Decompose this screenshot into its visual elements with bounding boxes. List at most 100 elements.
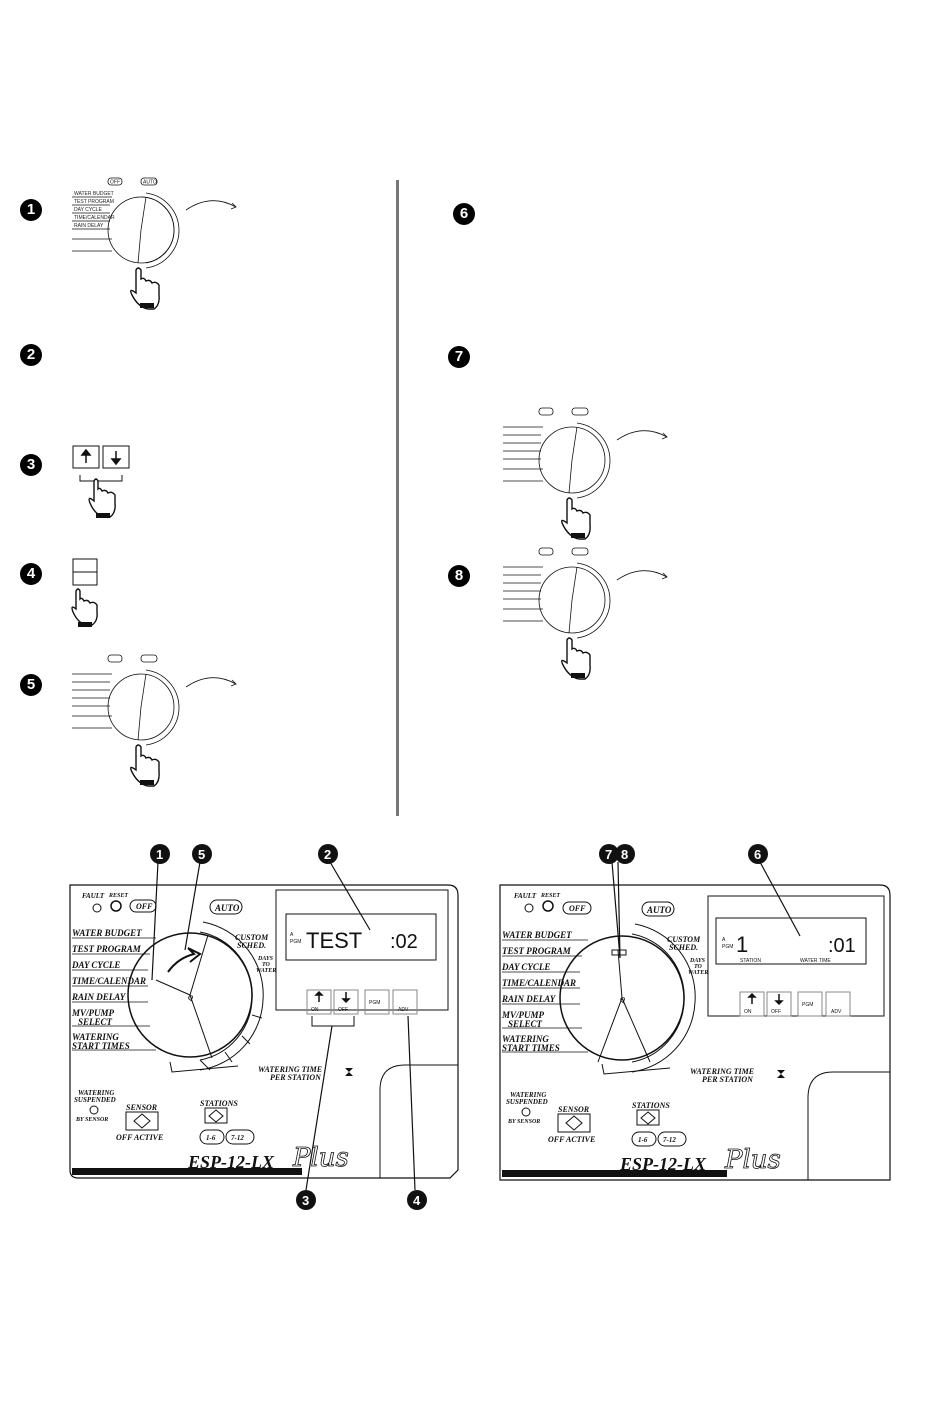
reset-label: RESET xyxy=(108,893,128,899)
dial-label-water-budget: WATER BUDGET xyxy=(74,191,114,197)
reset-label-right: RESET xyxy=(540,893,560,899)
step-number-5: 5 xyxy=(20,674,42,696)
marker-3: 3 xyxy=(302,1193,309,1208)
marker-5: 5 xyxy=(198,847,205,862)
dial-mv-pump: MV/PUMP xyxy=(71,1008,115,1018)
dial-sched-right: SCHED. xyxy=(669,943,698,952)
step-number-8: 8 xyxy=(448,565,470,587)
on-button-label-right[interactable]: ON xyxy=(744,1009,752,1015)
lcd-pgm-right: PGM xyxy=(722,944,733,950)
watering-suspended-label: WATERING xyxy=(78,1089,114,1097)
adv-button-label[interactable]: ADV xyxy=(398,1007,409,1013)
dial-to-right: TO xyxy=(694,964,703,970)
dial-start-times: START TIMES xyxy=(72,1041,130,1051)
marker-2: 2 xyxy=(324,847,331,862)
by-sensor-label: BY SENSOR xyxy=(75,1117,108,1123)
lcd-time: :02 xyxy=(390,931,418,953)
suspended-label: SUSPENDED xyxy=(74,1096,116,1104)
dial-water-budget-right: WATER BUDGET xyxy=(502,930,572,940)
dial-to: TO xyxy=(262,962,271,968)
off-button-label[interactable]: OFF xyxy=(338,1007,348,1013)
marker-1: 1 xyxy=(156,847,163,862)
controller-panel-left: FAULT RESET OFF AUTO WATER BUDGET TEST P… xyxy=(69,844,459,1210)
off-active-label-right: OFF ACTIVE xyxy=(548,1135,595,1144)
pgm-button-label[interactable]: PGM xyxy=(369,1000,380,1006)
lcd-station-label: STATION xyxy=(740,958,761,964)
dial-days: DAYS xyxy=(257,956,274,962)
auto-position-label-right: AUTO xyxy=(646,905,672,915)
marker-6: 6 xyxy=(754,847,761,862)
dial-mv-pump-select-right: SELECT xyxy=(508,1019,543,1029)
marker-4: 4 xyxy=(413,1193,421,1208)
pgm-button-label-right[interactable]: PGM xyxy=(802,1002,813,1008)
lcd-pgm: PGM xyxy=(290,939,301,945)
lcd-water-time-value: :01 xyxy=(828,935,856,957)
button-step-4 xyxy=(71,558,98,627)
dial-custom: CUSTOM xyxy=(235,933,269,942)
dial-test-program-right: TEST PROGRAM xyxy=(502,946,572,956)
step-number-1: 1 xyxy=(20,199,42,221)
dial-label-auto: AUTO xyxy=(143,180,157,186)
off-position-label: OFF xyxy=(136,902,153,911)
dial-custom-right: CUSTOM xyxy=(667,935,701,944)
stations-label-right: STATIONS xyxy=(632,1101,670,1110)
dial-day-cycle-right: DAY CYCLE xyxy=(501,962,550,972)
auto-position-label: AUTO xyxy=(214,903,240,913)
dial-day-cycle: DAY CYCLE xyxy=(71,960,120,970)
lcd-water-time-label: WATER TIME xyxy=(800,958,831,964)
mini-dial-step-1: WATER BUDGET TEST PROGRAM DAY CYCLE TIME… xyxy=(72,177,237,310)
dial-label-rain-delay: RAIN DELAY xyxy=(74,223,104,229)
on-button-label[interactable]: ON xyxy=(311,1007,319,1013)
svg-text:Q: Q xyxy=(620,996,625,1004)
dial-time-calendar-right: TIME/CALENDAR xyxy=(502,978,576,988)
off-active-label: OFF ACTIVE xyxy=(116,1133,163,1142)
dial-sched: SCHED. xyxy=(237,941,266,950)
marker-7: 7 xyxy=(605,847,612,862)
dial-rain-delay-right: RAIN DELAY xyxy=(501,994,557,1004)
dial-test-program: TEST PROGRAM xyxy=(72,944,142,954)
dial-label-day-cycle: DAY CYCLE xyxy=(74,207,103,213)
model-plus-logo: Plus xyxy=(292,1143,349,1173)
step-number-2: 2 xyxy=(20,344,42,366)
dial-label-test-program: TEST PROGRAM xyxy=(74,199,114,205)
fault-label-right: FAULT xyxy=(514,892,537,900)
step-number-3: 3 xyxy=(20,454,42,476)
sensor-label-right: SENSOR xyxy=(558,1105,590,1114)
step-number-4: 4 xyxy=(20,563,42,585)
stations-1-6-label-right: 1-6 xyxy=(638,1136,648,1144)
dial-rain-delay: RAIN DELAY xyxy=(71,992,127,1002)
stations-label: STATIONS xyxy=(200,1099,238,1108)
dial-mv-pump-select: SELECT xyxy=(78,1017,113,1027)
dial-mv-pump-right: MV/PUMP xyxy=(501,1010,545,1020)
dial-start-times-right: START TIMES xyxy=(502,1043,560,1053)
mini-dial-step-7 xyxy=(503,407,668,540)
dial-label-time-calendar: TIME/CALENDAR xyxy=(74,215,115,221)
per-station-label-right: PER STATION xyxy=(702,1075,754,1084)
off-button-label-right[interactable]: OFF xyxy=(771,1009,781,1015)
svg-text:Q: Q xyxy=(188,994,193,1002)
mini-dial-step-8 xyxy=(503,547,668,680)
stations-7-12-label-right: 7-12 xyxy=(663,1136,676,1144)
lcd-pgm-a: A xyxy=(290,932,294,938)
lcd-test-text: TEST xyxy=(306,928,362,953)
fault-label: FAULT xyxy=(82,892,105,900)
dial-water: WATER xyxy=(256,968,276,974)
dial-watering-right: WATERING xyxy=(502,1034,549,1044)
model-name: ESP-12-LX xyxy=(187,1152,275,1172)
per-station-label: PER STATION xyxy=(270,1073,322,1082)
step-number-7: 7 xyxy=(448,346,470,368)
dial-watering: WATERING xyxy=(72,1032,119,1042)
lcd-station-value: 1 xyxy=(736,932,748,957)
adv-button-label-right[interactable]: ADV xyxy=(831,1009,842,1015)
lcd-pgm-a-right: A xyxy=(722,937,726,943)
dial-label-off: OFF xyxy=(110,180,120,186)
mini-dial-step-5 xyxy=(72,654,237,787)
dial-water-budget: WATER BUDGET xyxy=(72,928,142,938)
stations-1-6-label: 1-6 xyxy=(206,1134,216,1142)
dial-water-right: WATER xyxy=(688,970,708,976)
off-position-label-right: OFF xyxy=(569,904,586,913)
model-plus-logo-right: Plus xyxy=(724,1145,781,1175)
step-number-6: 6 xyxy=(453,203,475,225)
controller-panel-right: 7 8 6 FAULT RESET OFF AUTO WATER BUDGET … xyxy=(499,844,891,1181)
marker-8: 8 xyxy=(621,847,628,862)
